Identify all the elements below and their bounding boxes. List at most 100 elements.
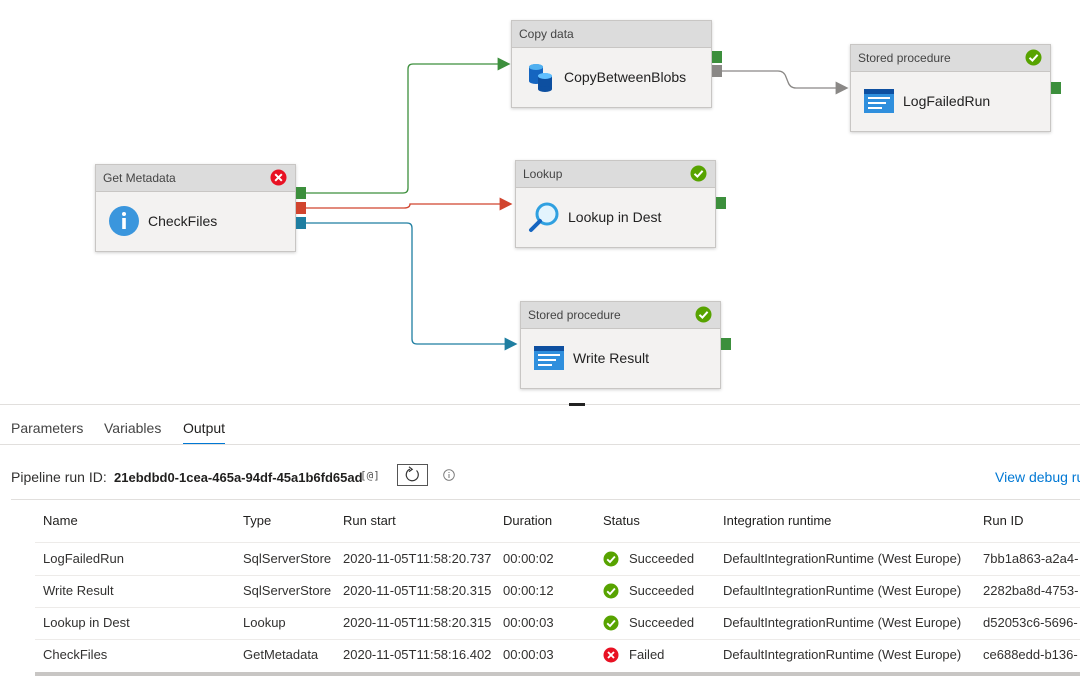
success-status-icon — [1025, 49, 1042, 66]
magnifier-icon — [529, 202, 559, 232]
error-status-icon — [270, 169, 287, 186]
cell-integration-runtime: DefaultIntegrationRuntime (West Europe) — [723, 551, 962, 566]
column-header-run-start[interactable]: Run start — [343, 513, 396, 528]
check-circle-icon — [603, 551, 619, 567]
panel-divider — [0, 404, 1080, 405]
table-row[interactable]: CheckFiles GetMetadata 2020-11-05T11:58:… — [35, 639, 1080, 671]
view-debug-run-link[interactable]: View debug ru — [995, 469, 1080, 485]
cell-status: Failed — [629, 647, 665, 662]
pipeline-canvas[interactable]: Get Metadata CheckFiles Copy data — [0, 0, 1080, 404]
activity-type-label: Get Metadata — [96, 165, 295, 192]
cell-run-start: 2020-11-05T11:58:20.737 — [343, 551, 492, 566]
cell-status: Succeeded — [629, 551, 695, 566]
completion-output-port[interactable] — [296, 217, 306, 229]
table-row[interactable]: Lookup in Dest Lookup 2020-11-05T11:58:2… — [35, 607, 1080, 639]
output-panel-tabs: Parameters Variables Output — [0, 414, 1080, 445]
check-circle-icon — [603, 583, 619, 599]
cell-type: SqlServerStore — [243, 583, 332, 598]
cell-integration-runtime: DefaultIntegrationRuntime (West Europe) — [723, 647, 962, 662]
cell-name: LogFailedRun — [43, 551, 124, 566]
cell-type: GetMetadata — [243, 647, 319, 662]
completion-connector — [305, 222, 518, 351]
column-header-name[interactable]: Name — [43, 513, 78, 528]
horizontal-scrollbar[interactable] — [35, 672, 1080, 676]
cell-duration: 00:00:03 — [503, 647, 554, 662]
refresh-button[interactable] — [397, 464, 428, 486]
cell-name: Write Result — [43, 583, 114, 598]
activity-stored-procedure-writeresult[interactable]: Stored procedure Write Result — [520, 301, 721, 389]
stored-procedure-icon — [864, 89, 894, 113]
cell-run-id: d52053c6-5696- — [983, 615, 1078, 630]
cell-run-start: 2020-11-05T11:58:20.315 — [343, 583, 492, 598]
cell-duration: 00:00:03 — [503, 615, 554, 630]
activity-name: Lookup in Dest — [568, 209, 662, 225]
tab-output[interactable]: Output — [183, 414, 226, 445]
dependency-connectors — [305, 57, 849, 351]
success-output-port[interactable] — [1051, 82, 1061, 94]
cell-duration: 00:00:02 — [503, 551, 554, 566]
success-output-port[interactable] — [296, 187, 306, 199]
cell-type: Lookup — [243, 615, 286, 630]
activity-stored-procedure-logfailedrun[interactable]: Stored procedure LogFailedRun — [850, 44, 1051, 132]
table-header-row: Name Type Run start Duration Status Inte… — [35, 505, 1080, 537]
cell-integration-runtime: DefaultIntegrationRuntime (West Europe) — [723, 615, 962, 630]
success-status-icon — [690, 165, 707, 182]
row-divider — [35, 542, 1080, 543]
refresh-icon — [405, 466, 419, 482]
skip-connector — [722, 70, 849, 95]
row-divider — [35, 575, 1080, 576]
activity-name: CopyBetweenBlobs — [564, 69, 687, 85]
skip-output-port[interactable] — [712, 65, 722, 77]
cell-status: Succeeded — [629, 583, 695, 598]
activity-type-label: Copy data — [512, 21, 711, 48]
resize-handle[interactable] — [569, 403, 585, 406]
row-divider — [35, 607, 1080, 608]
cell-run-id: 2282ba8d-4753- — [983, 583, 1079, 598]
tab-parameters[interactable]: Parameters — [11, 420, 84, 436]
cell-integration-runtime: DefaultIntegrationRuntime (West Europe) — [723, 583, 962, 598]
success-output-port[interactable] — [716, 197, 726, 209]
table-top-border — [11, 499, 1080, 500]
activity-get-metadata[interactable]: Get Metadata CheckFiles — [95, 164, 296, 252]
tab-variables[interactable]: Variables — [104, 420, 162, 436]
stored-procedure-icon — [534, 346, 564, 370]
failure-output-port[interactable] — [296, 202, 306, 214]
cell-name: CheckFiles — [43, 647, 108, 662]
cell-run-id: 7bb1a863-a2a4- — [983, 551, 1079, 566]
success-output-port[interactable] — [721, 338, 731, 350]
info-icon — [109, 206, 139, 236]
column-header-duration[interactable]: Duration — [503, 513, 553, 528]
success-status-icon — [695, 306, 712, 323]
copy-database-icon — [529, 64, 552, 92]
activity-type-label: Lookup — [516, 161, 715, 188]
cell-type: SqlServerStore — [243, 551, 332, 566]
row-divider — [35, 639, 1080, 640]
copy-run-id-button[interactable]: [@] — [360, 469, 380, 482]
activity-copy-data[interactable]: Copy data CopyBetweenBlobs — [511, 20, 712, 108]
pipeline-run-id: 21ebdbd0-1cea-465a-94df-45a1b6fd65ad — [114, 470, 363, 485]
activity-name: CheckFiles — [148, 213, 218, 229]
column-header-integration-runtime[interactable]: Integration runtime — [723, 513, 832, 528]
activity-type-label: Stored procedure — [521, 302, 720, 329]
cell-status: Succeeded — [629, 615, 695, 630]
info-icon[interactable] — [443, 469, 455, 481]
activity-type-label: Stored procedure — [851, 45, 1050, 72]
column-header-status[interactable]: Status — [603, 513, 640, 528]
table-row[interactable]: LogFailedRun SqlServerStore 2020-11-05T1… — [35, 543, 1080, 575]
column-header-type[interactable]: Type — [243, 513, 272, 528]
check-circle-icon — [603, 615, 619, 631]
column-header-run-id[interactable]: Run ID — [983, 513, 1024, 528]
success-output-port[interactable] — [712, 51, 722, 63]
cell-run-start: 2020-11-05T11:58:20.315 — [343, 615, 492, 630]
activity-name: LogFailedRun — [903, 93, 991, 109]
cell-name: Lookup in Dest — [43, 615, 130, 630]
cell-duration: 00:00:12 — [503, 583, 554, 598]
failure-connector — [305, 197, 513, 211]
tab-output-label: Output — [183, 420, 226, 436]
cell-run-id: ce688edd-b136- — [983, 647, 1078, 662]
activity-name: Write Result — [573, 350, 649, 366]
table-row[interactable]: Write Result SqlServerStore 2020-11-05T1… — [35, 575, 1080, 607]
tabs-border — [0, 444, 1080, 445]
cell-run-start: 2020-11-05T11:58:16.402 — [343, 647, 492, 662]
activity-lookup[interactable]: Lookup Lookup in Dest — [515, 160, 716, 248]
